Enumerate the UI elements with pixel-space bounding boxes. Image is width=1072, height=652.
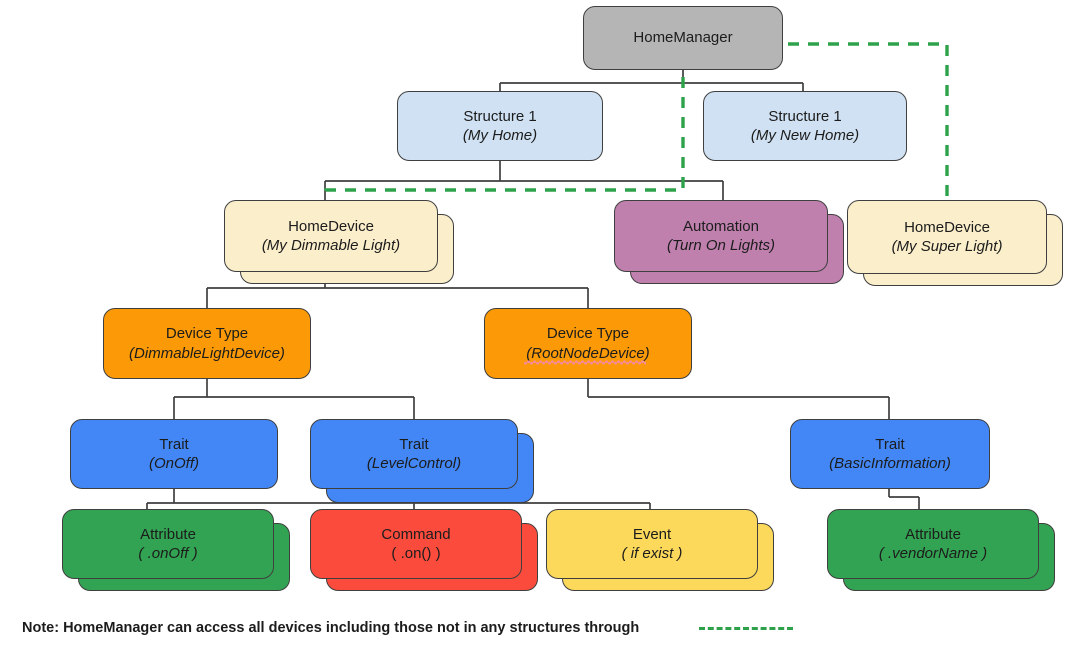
node-trait-onoff[interactable]: Trait (OnOff) (70, 419, 278, 489)
node-attribute-onoff[interactable]: Attribute ( .onOff ) (62, 509, 274, 579)
node-line1: Event (632, 525, 672, 543)
node-line1: HomeDevice (288, 217, 374, 235)
node-line2: ( .onOff ) (138, 545, 198, 562)
node-home-device-super[interactable]: HomeDevice (My Super Light) (847, 200, 1047, 274)
node-line2: (My Dimmable Light) (261, 237, 401, 254)
node-trait-basicinformation[interactable]: Trait (BasicInformation) (790, 419, 990, 489)
node-structure-my-home[interactable]: Structure 1 (My Home) (397, 91, 603, 161)
footer-note: Note: HomeManager can access all devices… (22, 620, 1052, 636)
node-line1: Structure 1 (463, 107, 537, 125)
node-line1: Trait (399, 435, 429, 453)
node-line2: (My Home) (462, 127, 538, 144)
node-line2: (DimmableLightDevice) (129, 344, 285, 362)
node-line2: (BasicInformation) (829, 455, 951, 472)
node-line1: Device Type (546, 325, 630, 343)
node-line1: Automation (683, 217, 759, 235)
node-command-on[interactable]: Command ( .on() ) (310, 509, 522, 579)
node-line1: HomeManager (633, 29, 733, 47)
node-line1: Attribute (140, 525, 196, 543)
node-line1: Command (381, 525, 451, 543)
node-line1: Trait (875, 435, 905, 453)
node-attribute-vendorname[interactable]: Attribute ( .vendorName ) (827, 509, 1039, 579)
node-line2: (RootNodeDevice) (526, 344, 650, 362)
node-device-type-root-node[interactable]: Device Type (RootNodeDevice) (484, 308, 692, 379)
node-line2: (LevelControl) (366, 455, 462, 472)
node-line2: ( .vendorName ) (878, 545, 988, 562)
node-line1: Structure 1 (768, 107, 842, 125)
node-line2: (OnOff) (148, 455, 199, 472)
dashed-line-legend-icon (699, 626, 794, 630)
node-home-device-dimmable[interactable]: HomeDevice (My Dimmable Light) (224, 200, 438, 272)
node-line2: ( if exist ) (621, 545, 683, 562)
node-line1: Trait (159, 435, 189, 453)
node-trait-levelcontrol[interactable]: Trait (LevelControl) (310, 419, 518, 489)
node-home-manager[interactable]: HomeManager (583, 6, 783, 70)
node-line2: (Turn On Lights) (666, 237, 776, 254)
node-device-type-dimmable-light[interactable]: Device Type (DimmableLightDevice) (103, 308, 311, 379)
node-line2: (My New Home) (750, 127, 860, 144)
node-line2: (My Super Light) (891, 238, 1003, 255)
node-line1: Device Type (165, 325, 249, 343)
node-line2: ( .on() ) (391, 545, 441, 562)
node-structure-my-new-home[interactable]: Structure 1 (My New Home) (703, 91, 907, 161)
node-event-if-exist[interactable]: Event ( if exist ) (546, 509, 758, 579)
node-line1: Attribute (905, 525, 961, 543)
node-automation[interactable]: Automation (Turn On Lights) (614, 200, 828, 272)
footer-note-text: Note: HomeManager can access all devices… (22, 620, 640, 636)
node-line1: HomeDevice (904, 218, 990, 236)
